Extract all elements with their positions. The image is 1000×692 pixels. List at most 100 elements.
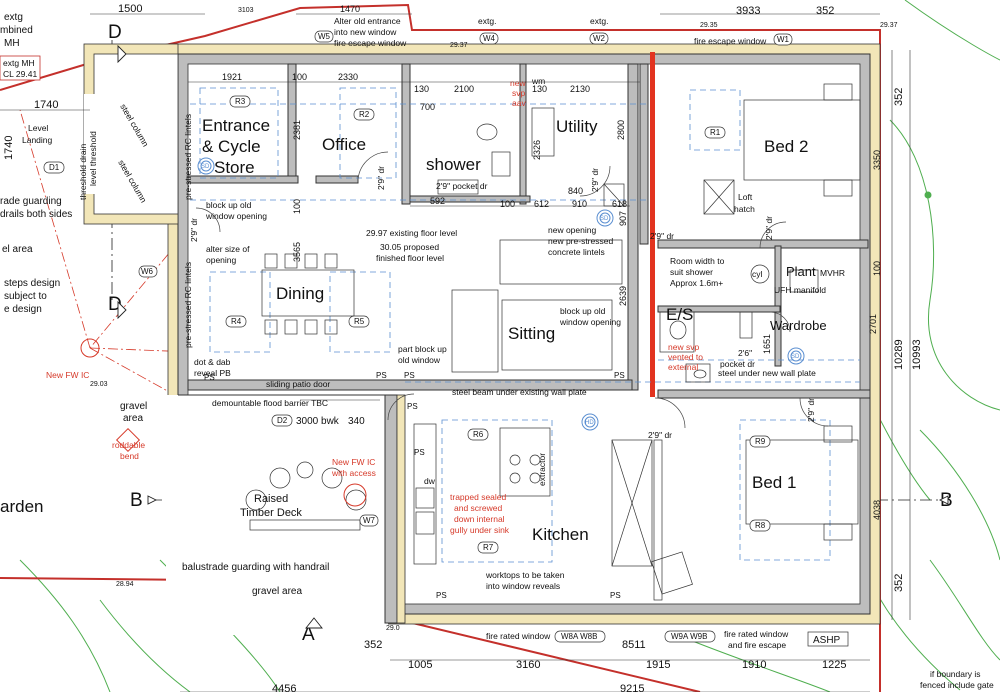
window-tag-w4: W4	[483, 34, 496, 43]
note-extg: extg.	[478, 16, 496, 26]
room-wardrobe: Wardrobe	[770, 318, 827, 333]
dim-text: 1910	[742, 659, 766, 671]
dim-text: 1915	[646, 659, 670, 671]
dim-text: 2701	[868, 314, 878, 334]
note-extg-mh: MH	[4, 38, 20, 49]
dim-text: 130	[414, 84, 429, 94]
dim-text: 2639	[618, 286, 628, 306]
note-existing-floor: 29.97 existing floor level	[366, 228, 457, 238]
window-tag-w1: W1	[777, 35, 790, 44]
note-block-up: block up old	[206, 200, 252, 210]
note-extg: extg.	[590, 16, 608, 26]
window-tag-w2: W2	[593, 34, 606, 43]
ps-label: PS	[376, 371, 387, 380]
note-new-fw-ic: with access	[331, 468, 376, 478]
ps-label: PS	[407, 402, 418, 411]
dim-text: 3565	[292, 242, 302, 262]
ps-label: PS	[404, 371, 415, 380]
note-bwk: 3000 bwk	[296, 416, 340, 427]
window-tag-w7: W7	[363, 516, 376, 525]
note-alter-entrance: Alter old entrance	[334, 16, 401, 26]
level-text: 29.37	[880, 22, 898, 29]
room-kitchen: Kitchen	[532, 525, 589, 544]
window-tag-w8: W8A W8B	[561, 632, 597, 641]
garden-label: arden	[0, 497, 43, 516]
dim-text: 9215	[620, 683, 644, 692]
door-swings	[195, 151, 829, 429]
note-alter-entrance: fire escape window	[334, 38, 407, 48]
window-tag-w9: W9A W9B	[671, 632, 707, 641]
note-door: 2'9" dr	[764, 216, 774, 240]
room-shower: shower	[426, 155, 481, 174]
level-text: 29.35	[700, 22, 718, 29]
deck-label: Raised	[254, 493, 288, 505]
dim-text: 2330	[338, 72, 358, 82]
extg-mh-box	[0, 55, 41, 81]
dim-text: 100	[872, 261, 882, 276]
ps-label: PS	[436, 591, 447, 600]
dim-text: 352	[364, 639, 382, 651]
note-guarding: rade guarding	[0, 196, 62, 207]
note-alter-size: alter size of	[206, 244, 250, 254]
note-fire-rated-window: fire rated window	[486, 631, 551, 641]
note-alter-size: opening	[206, 255, 237, 265]
note-extg-mh-box: extg MH	[3, 58, 35, 68]
note-trapped-gully: trapped sealed	[450, 492, 507, 502]
steel-post	[650, 52, 655, 397]
ps-label: PS	[614, 371, 625, 380]
ashp-label: ASHP	[813, 635, 841, 646]
inspection-chambers	[80, 338, 367, 507]
note-roddable-bend: bend	[120, 451, 139, 461]
note-pocket-door: 2'9" pocket dr	[436, 181, 488, 191]
room-entrance: Entrance	[202, 116, 270, 135]
loft-hatch-label: hatch	[734, 204, 755, 214]
note-door: 2'9" dr	[648, 430, 672, 440]
dim-text: 1470	[340, 4, 360, 14]
loft-hatch-label: Loft	[738, 192, 753, 202]
level-landing-label: Landing	[22, 135, 53, 145]
dim-text: 352	[893, 574, 905, 592]
dim-text: 1740	[34, 99, 58, 111]
dim-text: 4038	[872, 500, 882, 520]
note-extg-mh: extg	[4, 12, 23, 23]
note-extractor: extractor	[537, 453, 547, 486]
room-bed1: Bed 1	[752, 473, 796, 492]
note-fire-escape-window: fire escape window	[694, 36, 767, 46]
note-rc-lintels: pre-stressed RC lintels	[183, 114, 193, 200]
mvhr-label: MVHR	[820, 268, 845, 278]
dishwasher-label: dw	[424, 476, 436, 486]
note-trapped-gully: gully under sink	[450, 525, 510, 535]
note-alter-entrance: into new window	[334, 27, 397, 37]
level-landing-label: Level	[28, 123, 48, 133]
note-room-width: suit shower	[670, 267, 713, 277]
note-door: 2'9" dr	[806, 398, 816, 422]
note-sliding-door: sliding patio door	[266, 379, 330, 389]
note-gravel: gravel area	[252, 586, 302, 597]
note-part-block: old window	[398, 355, 441, 365]
room-entrance: & Cycle	[202, 137, 261, 156]
note-room-width: Room width to	[670, 256, 725, 266]
note-new-opening: new pre-stressed	[548, 236, 613, 246]
note-steel-beam: steel beam under existing wall plate	[452, 387, 587, 397]
note-block-up: window opening	[205, 211, 267, 221]
room-tag-r3: R3	[235, 97, 246, 106]
window-tag-w5: W5	[318, 32, 331, 41]
note-new-svp: svp	[512, 88, 526, 98]
dim-text: 100	[292, 72, 307, 82]
cylinder-label: cyl	[752, 269, 763, 279]
ps-label: PS	[610, 591, 621, 600]
note-new-fw-ic: New FW IC	[46, 370, 89, 380]
smoke-detector-label: SD	[791, 354, 800, 360]
note-room-width: Approx 1.6m+	[670, 278, 723, 288]
steel-area-label: el area	[2, 244, 33, 255]
note-worktops: into window reveals	[486, 581, 560, 591]
dim-text: 8511	[622, 639, 646, 651]
smoke-detector-label: SD	[201, 164, 210, 170]
room-entrance: Store	[214, 158, 255, 177]
note-steps: subject to	[4, 291, 47, 302]
level-text: 29.03	[90, 381, 108, 388]
dim-text: 907	[618, 211, 628, 226]
room-dining: Dining	[276, 284, 324, 303]
note-new-svp: new	[510, 78, 526, 88]
